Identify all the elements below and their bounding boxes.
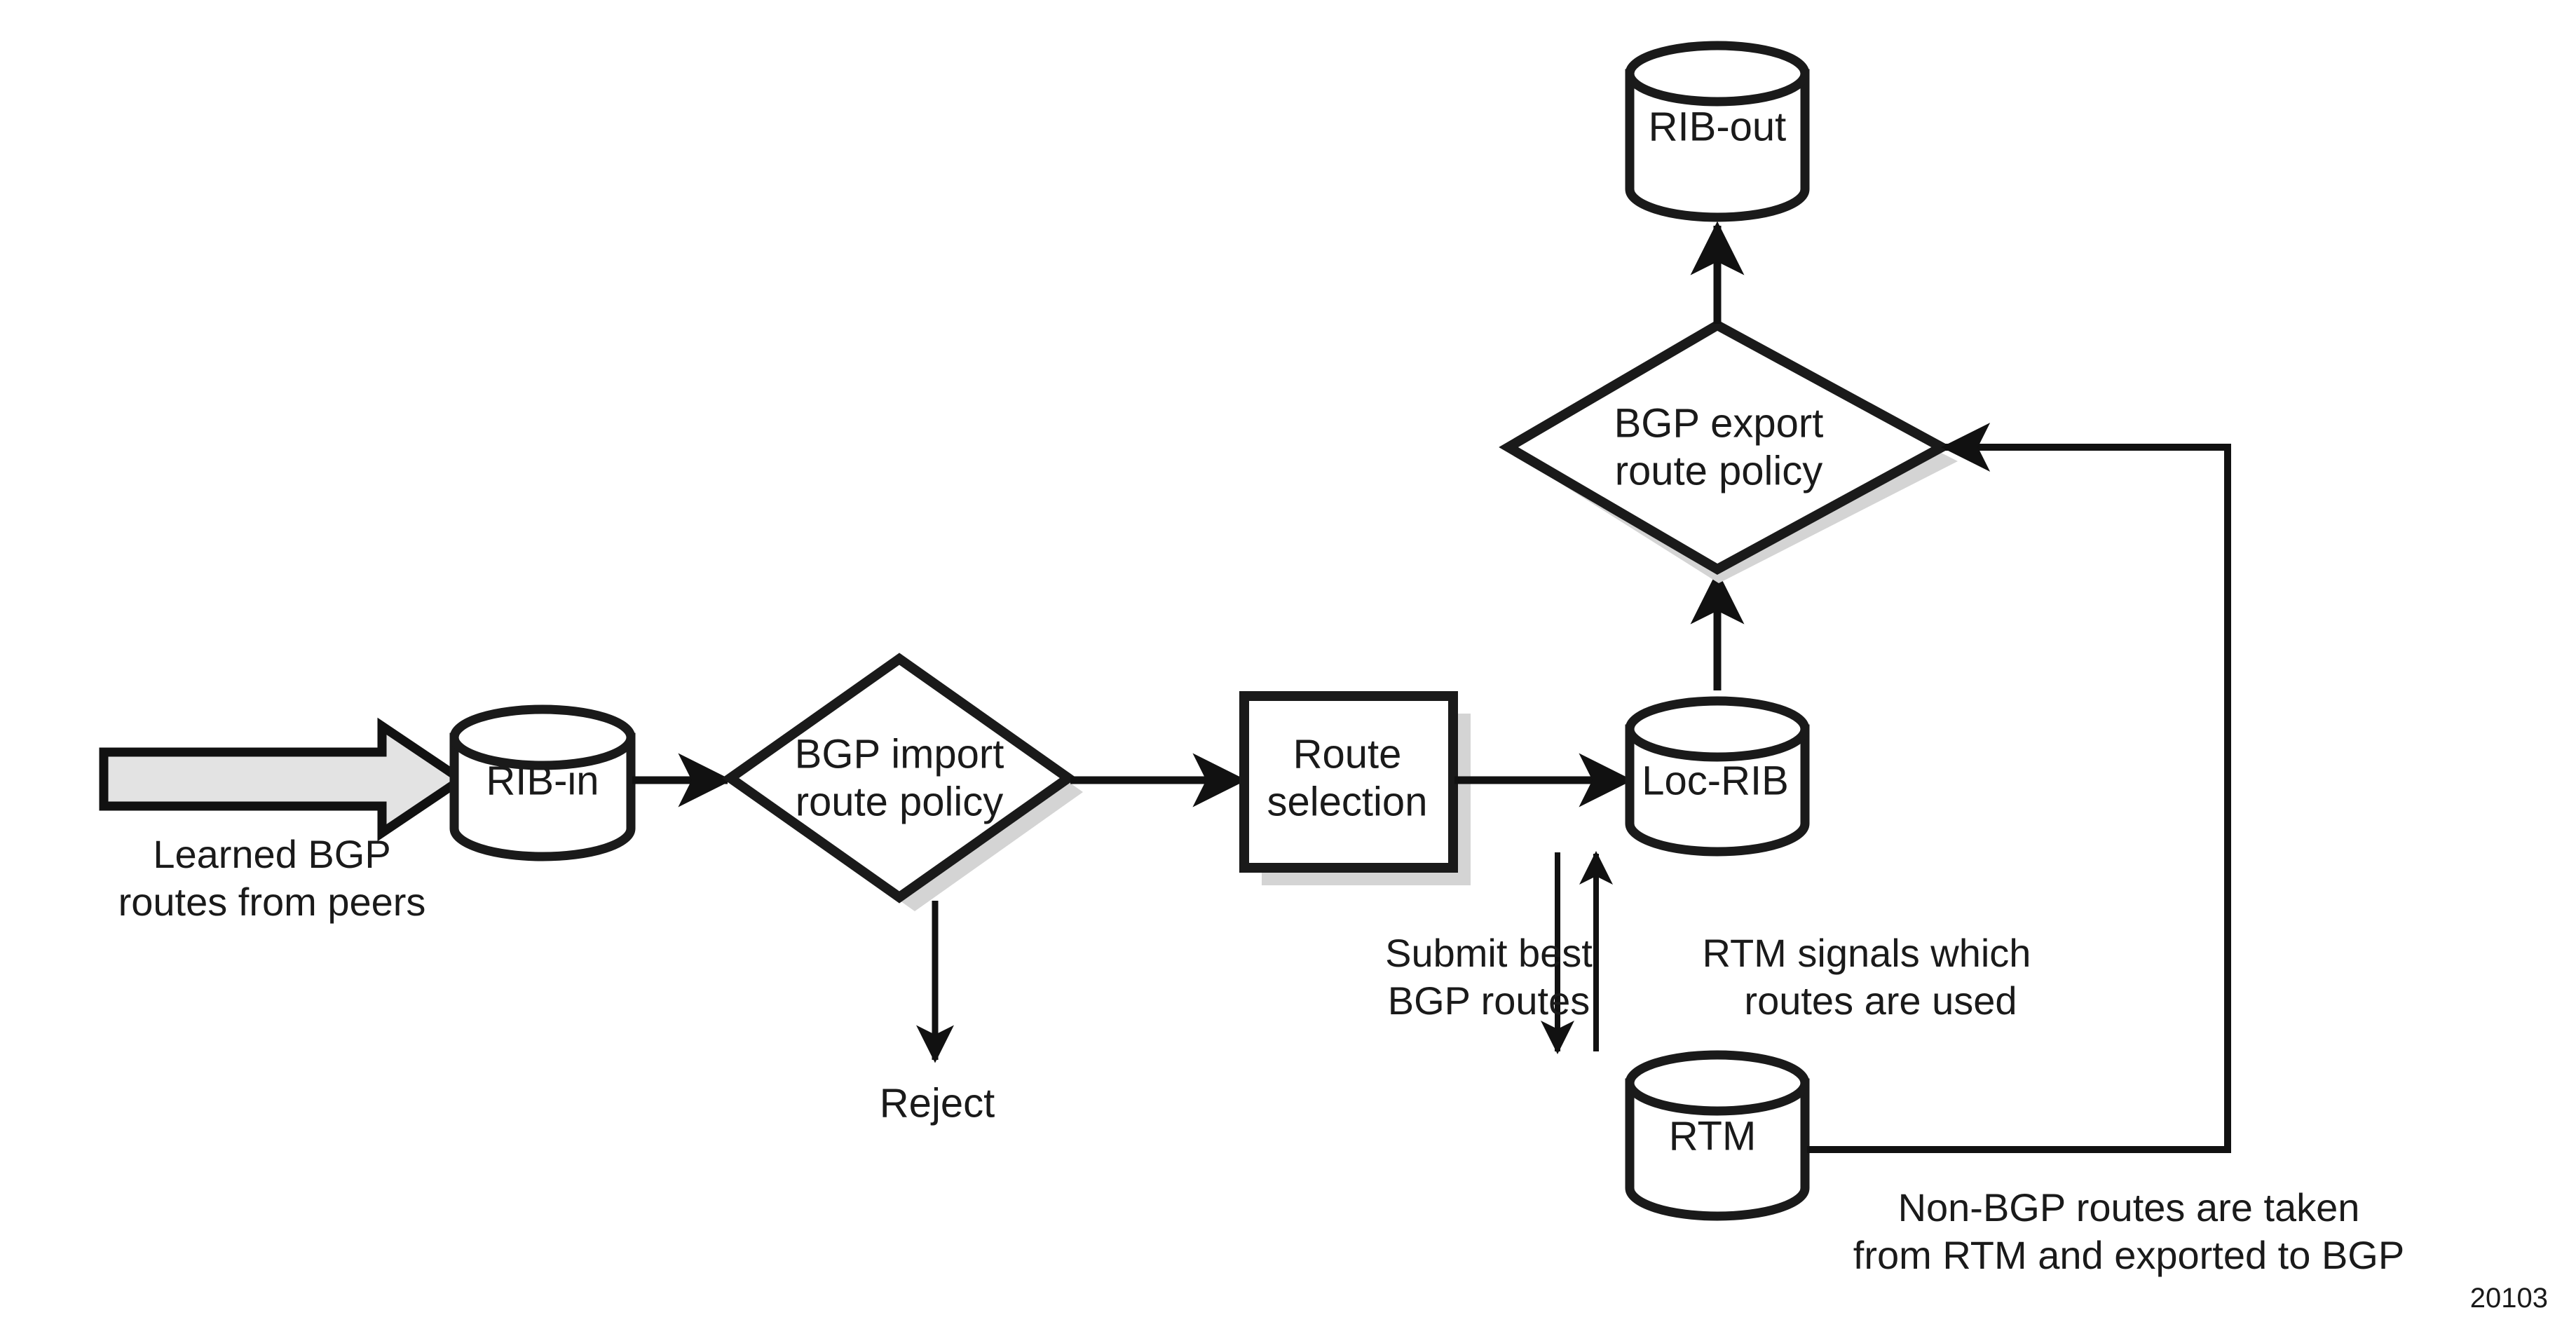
- rib-out-cylinder: [1625, 41, 1810, 222]
- arrow-rtm-feedback-to-export: [1807, 423, 2231, 1153]
- rib-in-cylinder: [449, 704, 636, 861]
- non-bgp-routes-label-line1: Non-BGP routes are taken: [1898, 1185, 2360, 1229]
- route-selection-label-line1: Route: [1293, 731, 1402, 777]
- route-selection-label-line2: selection: [1267, 779, 1428, 824]
- bgp-import-label-line2: route policy: [796, 779, 1004, 824]
- route-selection-box: [1239, 691, 1471, 885]
- submit-best-label-line1: Submit best: [1385, 931, 1593, 975]
- learned-routes-block-arrow: [99, 717, 470, 842]
- rtm-signals-label-line1: RTM signals which: [1703, 931, 2031, 975]
- loc-rib-cylinder: [1625, 696, 1810, 857]
- bgp-import-label-line1: BGP import: [795, 731, 1004, 777]
- submit-best-label-line2: BGP routes: [1388, 979, 1590, 1023]
- non-bgp-routes-label-line2: from RTM and exported to BGP: [1853, 1233, 2404, 1277]
- learned-routes-label-line2: routes from peers: [118, 880, 426, 924]
- bgp-export-label-line1: BGP export: [1614, 400, 1824, 446]
- rib-out-label: RIB-out: [1649, 104, 1787, 149]
- rtm-label: RTM: [1669, 1113, 1757, 1159]
- reject-label: Reject: [880, 1080, 995, 1126]
- learned-routes-label-line1: Learned BGP: [153, 832, 390, 876]
- rtm-cylinder: [1625, 1050, 1810, 1221]
- rtm-signals-label-line2: routes are used: [1744, 979, 2017, 1023]
- figure-id: 20103: [2470, 1283, 2548, 1314]
- bgp-export-label-line2: route policy: [1615, 448, 1823, 493]
- rib-in-label: RIB-in: [486, 758, 599, 803]
- bgp-import-diamond: [721, 653, 1083, 911]
- loc-rib-label: Loc-RIB: [1642, 758, 1789, 803]
